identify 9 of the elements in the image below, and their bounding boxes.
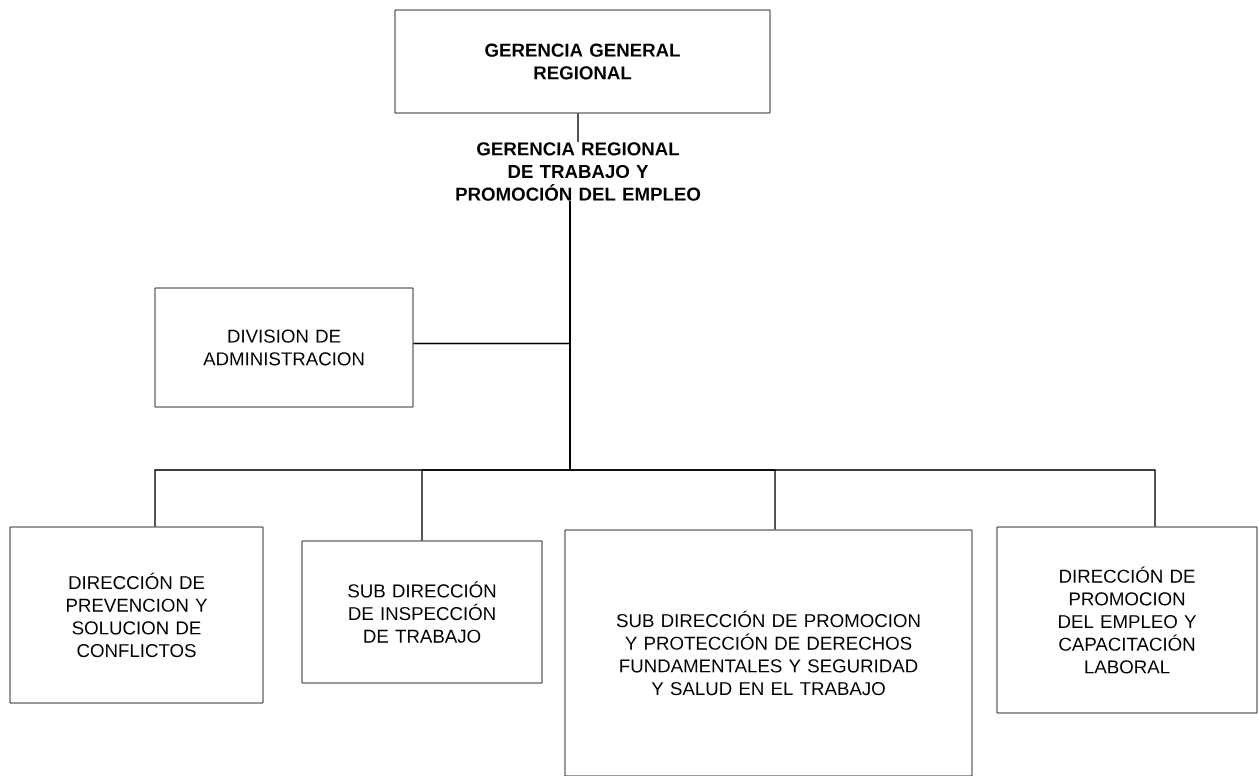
org-box: SUB DIRECCIÓN DE PROMOCION Y PROTECCIÓN DE DERECHOS FUNDAMENTALES Y SEGURIDAD Y SALUD EN EL TRABAJO (564, 529, 973, 776)
org-box: SUB DIRECCIÓN DE INSPECCIÓN DE TRABAJO (301, 540, 543, 684)
org-box: GERENCIA GENERAL REGIONAL (394, 9, 771, 114)
connector-line (577, 112, 579, 143)
heading-text: GERENCIA REGIONAL DE TRABAJO Y PROMOCIÓN DEL EMPLEO (456, 142, 701, 201)
org-box: DIRECCIÓN DE PREVENCION Y SOLUCION DE CONFLICTOS (9, 526, 264, 704)
org-box: DIRECCIÓN DE PROMOCION DEL EMPLEO Y CAPACITACIÓN LABORAL (996, 526, 1258, 714)
org-box: DIVISION DE ADMINISTRACION (154, 287, 414, 408)
connector-line (569, 200, 1156, 528)
